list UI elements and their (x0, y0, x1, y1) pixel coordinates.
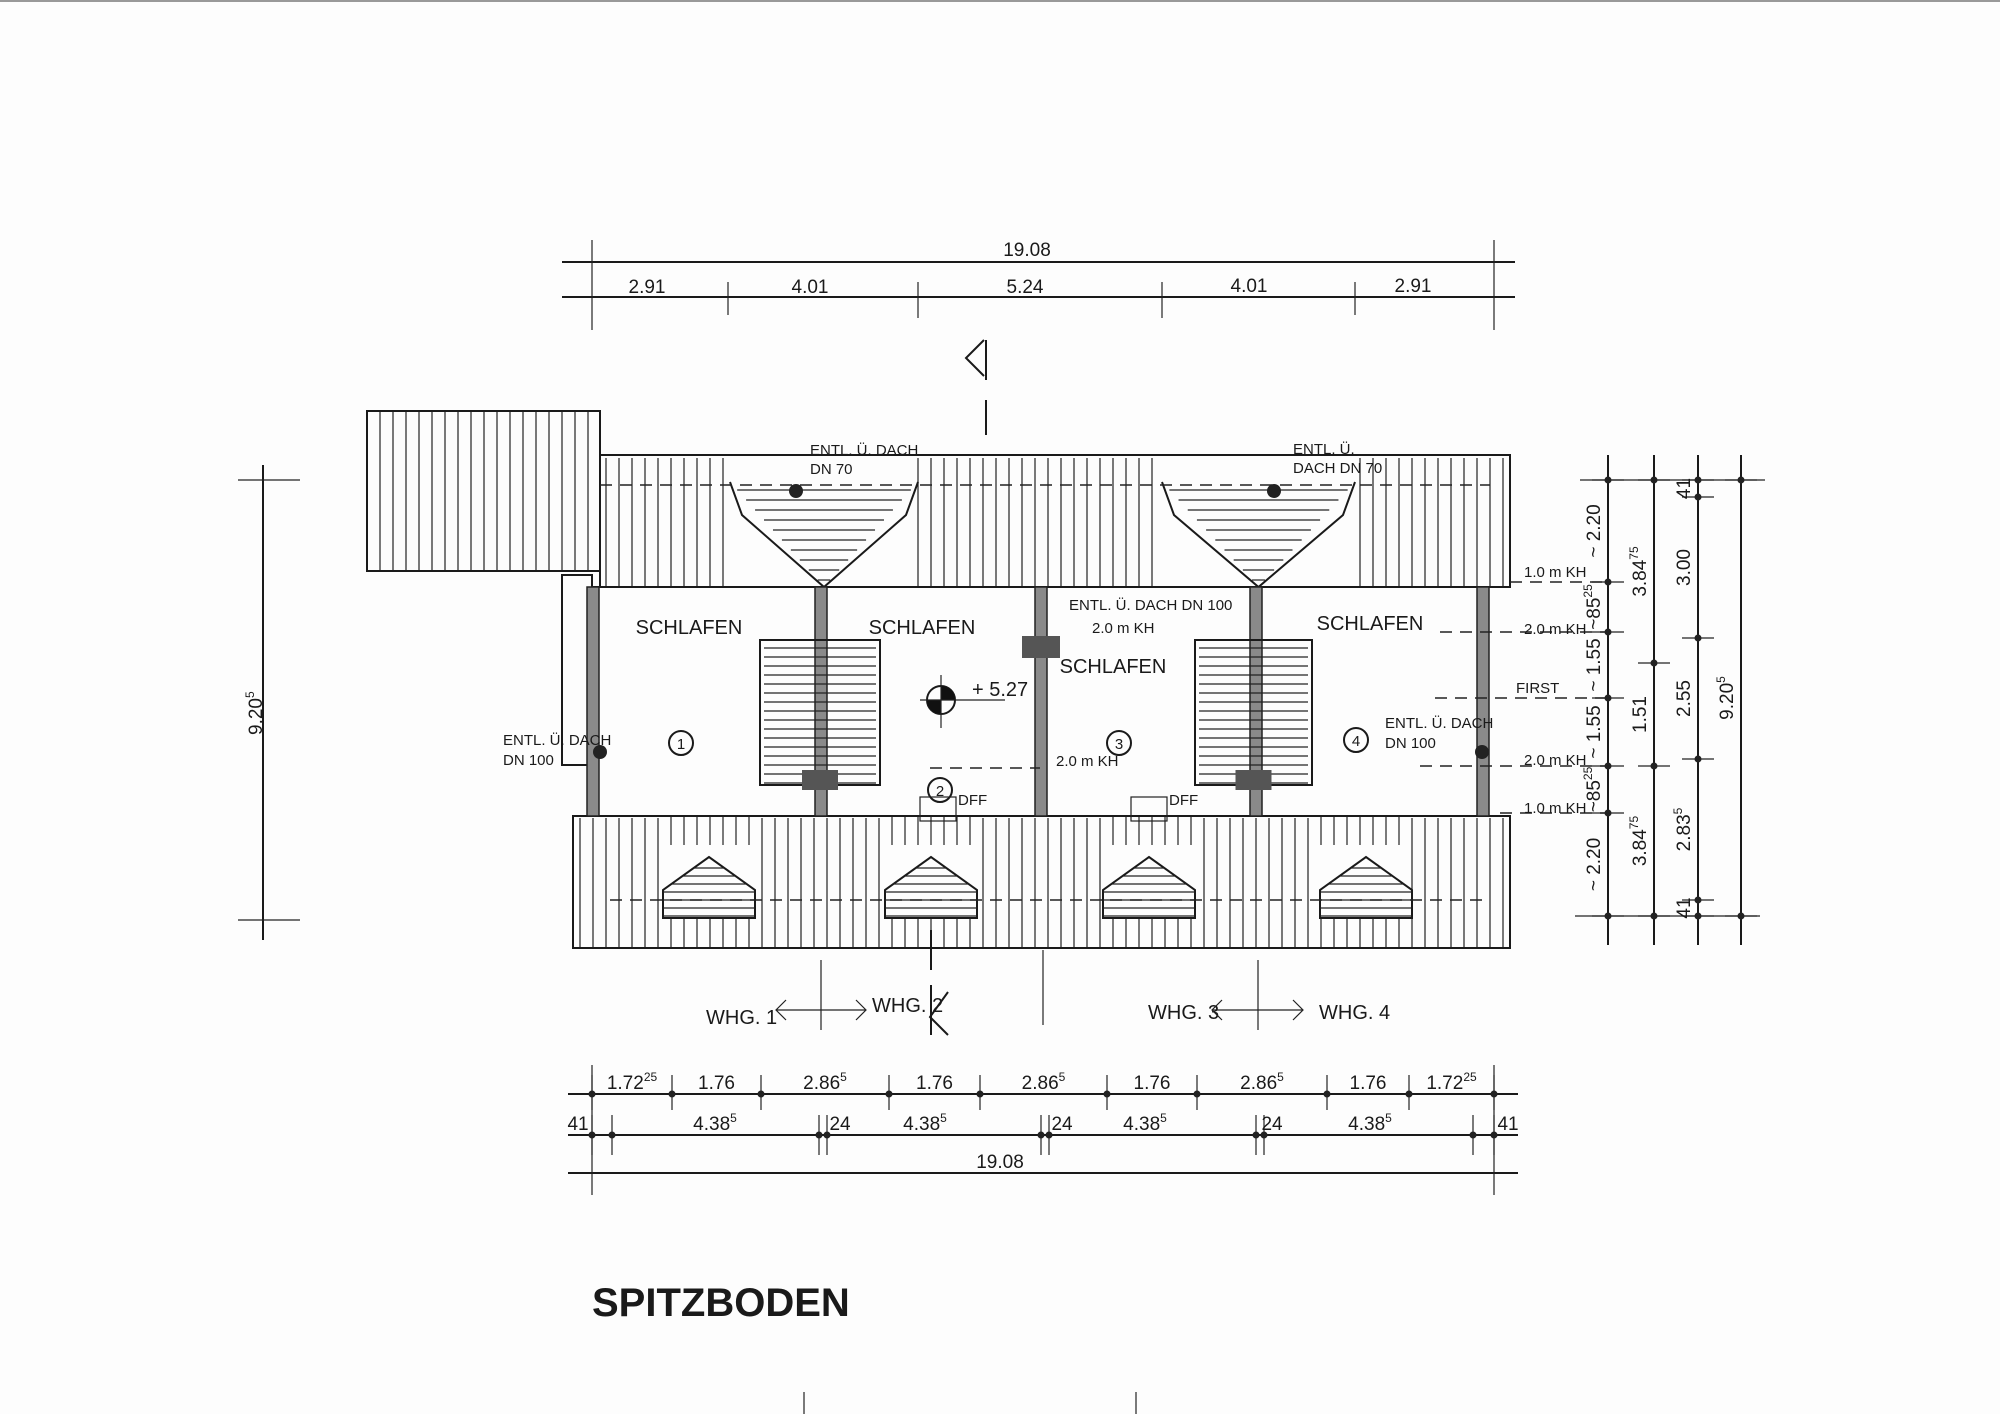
room-label: SCHLAFEN (1317, 613, 1424, 635)
dim-label: ~ 2.20 (1584, 838, 1605, 891)
svg-text:DFF: DFF (958, 792, 987, 809)
dim-label: ~8525 (1581, 584, 1605, 630)
dim-label: 2.55 (1674, 680, 1695, 717)
svg-text:DACH DN 70: DACH DN 70 (1293, 460, 1382, 477)
unit-number-circles: 1 2 3 4 (668, 727, 1369, 803)
svg-text:4: 4 (1352, 733, 1360, 750)
svg-text:1: 1 (677, 736, 685, 753)
dim-label: 1.76 (1350, 1073, 1387, 1094)
svg-text:3: 3 (1115, 736, 1123, 753)
dim-label: 4.385 (903, 1111, 947, 1135)
height-mark-label: 2.0 m KH (1524, 752, 1587, 769)
dim-label: 3.8475 (1627, 546, 1651, 597)
section-marker-bottom (928, 930, 949, 1036)
skylight-icon (1130, 796, 1168, 822)
height-marks: 1.0 m KH 2.0 m KH FIRST 2.0 m KH 1.0 m K… (1420, 564, 1610, 817)
svg-text:ENTL. Ü. DACH: ENTL. Ü. DACH (1385, 714, 1493, 732)
ridge-label: FIRST (1516, 680, 1559, 697)
room-label: SCHLAFEN (1060, 656, 1167, 678)
dim-label: ~ 1.55 (1584, 705, 1605, 758)
south-roof (572, 815, 1511, 949)
svg-text:WHG. 3: WHG. 3 (1148, 1002, 1219, 1024)
dim-label: 3.00 (1674, 549, 1695, 586)
svg-text:DN 100: DN 100 (503, 752, 554, 769)
section-marker-top (964, 339, 987, 435)
left-dimension: 9.205 (238, 465, 300, 940)
svg-text:DN 70: DN 70 (810, 461, 853, 478)
dim-label: 2.91 (1395, 276, 1432, 297)
height-mark-label: 1.0 m KH (1524, 564, 1587, 581)
svg-text:ENTL. Ü. DACH: ENTL. Ü. DACH (810, 441, 918, 459)
dim-label: 4.01 (792, 277, 829, 298)
dim-label: 41 (1674, 478, 1695, 499)
dim-label: 9.205 (243, 691, 267, 735)
dim-label: 4.01 (1231, 276, 1268, 297)
dim-label: 2.91 (629, 277, 666, 298)
dim-label: 2.865 (1022, 1070, 1066, 1094)
stairs (759, 639, 1313, 790)
svg-text:2.0 m KH: 2.0 m KH (1056, 753, 1119, 770)
svg-text:2: 2 (936, 783, 944, 800)
svg-text:WHG. 4: WHG. 4 (1319, 1002, 1390, 1024)
top-dimension-chain: 19.08 2.91 4.01 5.24 4.01 2.91 (562, 240, 1515, 330)
bottom-dimension-chains: 19.08 1.7225 1.76 2.865 1.76 2.865 1.76 2.865 1… (567, 1065, 1519, 1195)
vent-icon (1475, 745, 1489, 759)
dim-label: 1.7225 (1426, 1070, 1477, 1094)
dim-label: 24 (1051, 1114, 1073, 1135)
dim-label: 1.76 (698, 1073, 735, 1094)
chimney-icon (1022, 636, 1060, 658)
dim-label: 2.865 (803, 1070, 847, 1094)
svg-text:WHG. 1: WHG. 1 (706, 1007, 777, 1029)
right-dimension-chains: ~ 2.20 ~8525 ~ 1.55 ~ 1.55 ~8525 ~ 2.20 3.8475… (1575, 455, 1765, 945)
dim-label: 41 (1497, 1114, 1518, 1135)
dim-label: 5.24 (1007, 277, 1044, 298)
annotations: ENTL. Ü. DACH DN 70 ENTL. Ü. DACH DN 70 … (503, 440, 1493, 822)
dim-label: 4.385 (693, 1111, 737, 1135)
dim-total-top: 19.08 (1003, 240, 1051, 261)
dim-label: 3.8475 (1627, 816, 1651, 867)
room-label: SCHLAFEN (869, 617, 976, 639)
svg-text:WHG. 2: WHG. 2 (872, 995, 943, 1017)
roof-hatching (379, 411, 1504, 948)
svg-text:2.0 m KH: 2.0 m KH (1092, 620, 1155, 637)
dim-label: ~ 1.55 (1584, 638, 1605, 691)
dim-label: 41 (1674, 897, 1695, 918)
svg-text:ENTL. Ü.: ENTL. Ü. (1293, 440, 1355, 458)
vent-icon (1267, 484, 1281, 498)
dim-label: 1.51 (1630, 696, 1651, 733)
dim-label: ~ 2.20 (1584, 504, 1605, 557)
dim-label: 1.7225 (607, 1070, 658, 1094)
svg-text:ENTL. Ü. DACH DN 100: ENTL. Ü. DACH DN 100 (1069, 596, 1232, 614)
drawing-title: SPITZBODEN (592, 1281, 850, 1325)
dim-label: 2.865 (1240, 1070, 1284, 1094)
dim-label: 4.385 (1348, 1111, 1392, 1135)
vent-icon (593, 745, 607, 759)
dim-label: 4.385 (1123, 1111, 1167, 1135)
level-marker-icon (920, 675, 1005, 728)
room-label: SCHLAFEN (636, 617, 743, 639)
svg-text:+ 5.27: + 5.27 (972, 679, 1028, 701)
dim-label: 24 (829, 1114, 851, 1135)
height-mark-label: 2.0 m KH (1524, 621, 1587, 638)
dim-label: 41 (567, 1114, 588, 1135)
dim-total-bottom: 19.08 (976, 1152, 1024, 1173)
svg-text:DN 100: DN 100 (1385, 735, 1436, 752)
dim-label: ~8525 (1581, 766, 1605, 812)
dim-label: 24 (1261, 1114, 1283, 1135)
vent-icon (789, 484, 803, 498)
svg-text:DFF: DFF (1169, 792, 1198, 809)
skylight-icon (919, 796, 957, 822)
dim-label: 1.76 (1134, 1073, 1171, 1094)
dim-label: 1.76 (916, 1073, 953, 1094)
dim-label: 9.205 (1714, 676, 1738, 720)
apartment-divisions: WHG. 1 WHG. 2 WHG. 3 WHG. 4 (706, 950, 1390, 1030)
dim-label: 2.835 (1671, 807, 1695, 851)
svg-text:ENTL. Ü. DACH: ENTL. Ü. DACH (503, 731, 611, 749)
height-mark-label: 1.0 m KH (1524, 800, 1587, 817)
